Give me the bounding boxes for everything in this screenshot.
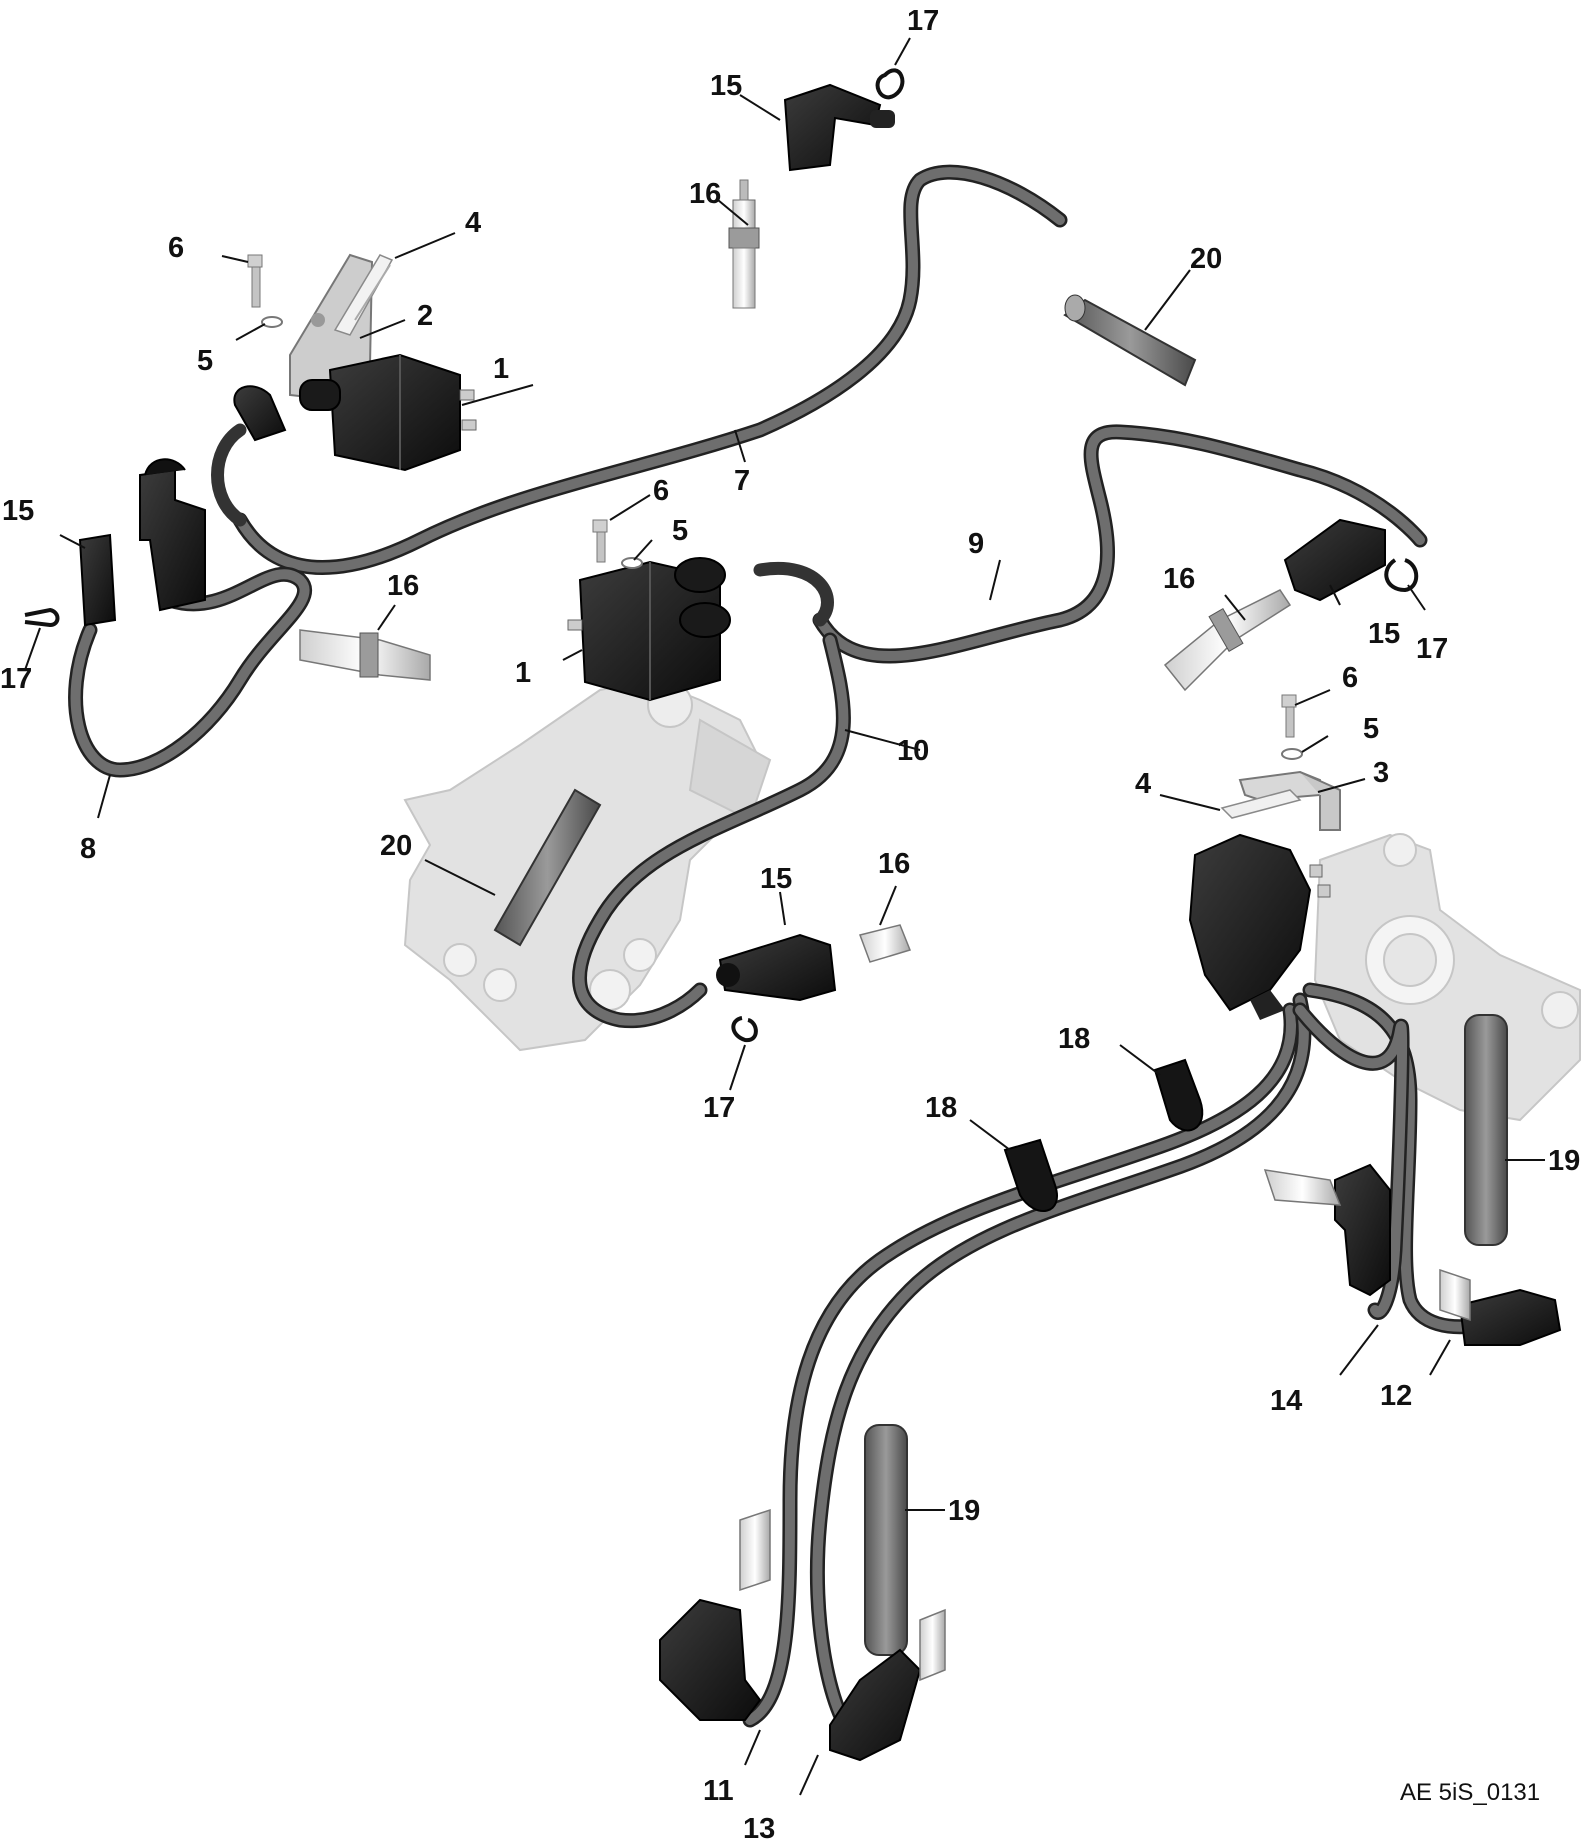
- spark-plug-lower-right-b: [1439, 1268, 1471, 1322]
- washer-5-middle: [621, 557, 643, 569]
- callout-6-middle: 6: [653, 475, 669, 507]
- wire-12-14-bundle: [1292, 982, 1488, 1335]
- screw-6-middle: [592, 519, 608, 563]
- spark-plug-boot-lower-right-b: [1458, 1288, 1562, 1346]
- callout-15-right: 15: [1368, 618, 1400, 650]
- sleeve-19-right: [1464, 1014, 1508, 1246]
- callout-6-top: 6: [168, 232, 184, 264]
- callout-8: 8: [80, 833, 96, 865]
- callout-18-lower: 18: [925, 1092, 957, 1124]
- callout-5-middle: 5: [672, 515, 688, 547]
- callout-11: 11: [703, 1775, 734, 1807]
- callout-12: 12: [1380, 1380, 1412, 1412]
- callout-17-right: 17: [1416, 633, 1448, 665]
- callout-16-top: 16: [689, 178, 721, 210]
- spark-plug-right: [1163, 589, 1292, 692]
- throttle-body-right: [1313, 833, 1581, 1122]
- ignition-coil-top: [299, 353, 477, 472]
- callout-4-top: 4: [465, 207, 481, 239]
- callout-17-middle: 17: [703, 1092, 735, 1124]
- callout-6-right: 6: [1342, 662, 1358, 694]
- callout-1-top: 1: [493, 353, 509, 385]
- callout-5-right: 5: [1363, 713, 1379, 745]
- callout-19-right: 19: [1548, 1145, 1580, 1177]
- sleeve-19-bottom: [864, 1424, 908, 1656]
- screw-6-top: [247, 254, 263, 308]
- callout-2: 2: [417, 300, 433, 332]
- callout-9: 9: [968, 528, 984, 560]
- callout-18-upper: 18: [1058, 1023, 1090, 1055]
- callout-15-middle: 15: [760, 863, 792, 895]
- lead-top-coil: [211, 423, 247, 527]
- callout-19-bottom: 19: [948, 1495, 980, 1527]
- spring-clip-right: [1384, 558, 1419, 593]
- callout-4-right: 4: [1135, 768, 1151, 800]
- spark-plug-boot-bottom-right: [829, 1648, 922, 1762]
- washer-5-right: [1281, 748, 1303, 760]
- callout-1-middle: 1: [515, 657, 531, 689]
- spark-plug-boot-middle: [716, 933, 837, 1002]
- drawing-code: AE 5iS_0131: [1400, 1779, 1540, 1806]
- callout-10: 10: [897, 735, 929, 767]
- callout-13: 13: [743, 1813, 775, 1842]
- clip-4-right: [1220, 789, 1302, 819]
- callout-17-left: 17: [0, 663, 32, 695]
- spark-plug-bottom-left: [739, 1508, 771, 1592]
- spark-plug-left: [299, 629, 431, 681]
- spark-plug-boot-bottom-left: [659, 1598, 762, 1721]
- spring-clip-top: [875, 68, 905, 100]
- wire-11-13-bundle: [742, 992, 1312, 1753]
- cable-tie-upper: [1153, 1058, 1204, 1132]
- sleeve-20-top: [1063, 294, 1197, 387]
- ignition-coil-middle: [567, 557, 731, 702]
- wire-7: [232, 164, 1068, 575]
- callout-17-top: 17: [907, 5, 939, 37]
- callout-15-top: 15: [710, 70, 742, 102]
- callout-15-left: 15: [2, 495, 34, 527]
- coil-bracket-right: [1238, 770, 1341, 831]
- callout-14: 14: [1270, 1385, 1302, 1417]
- callout-20-top: 20: [1190, 243, 1222, 275]
- callout-3: 3: [1373, 757, 1389, 789]
- lead-mid-coil: [753, 562, 834, 627]
- wire-9: [812, 424, 1428, 664]
- leader-lines: [24, 37, 1545, 1796]
- callout-16-right: 16: [1163, 563, 1195, 595]
- spark-plug-middle: [859, 924, 912, 963]
- spark-plug-boot-left: [78, 458, 206, 627]
- spark-plug-boot-top-right: [783, 83, 895, 172]
- clip-4-top: [333, 254, 394, 336]
- spring-clip-left: [24, 607, 60, 628]
- intake-manifold-left: [403, 678, 772, 1052]
- spark-plug-boot-left-top: [233, 385, 287, 442]
- callout-20-left: 20: [380, 830, 412, 862]
- spark-plug-boot-right: [1283, 518, 1386, 602]
- wire-10: [572, 632, 851, 1029]
- washer-5-top: [261, 316, 283, 328]
- callout-16-middle: 16: [878, 848, 910, 880]
- spark-plug-bottom-right: [919, 1608, 946, 1682]
- screw-6-right: [1281, 694, 1297, 738]
- callout-7: 7: [734, 465, 750, 497]
- callout-labels: 1 1 2 3 4 4 5 5 5 6 6 6 7 8 9 10 11 12 1…: [0, 5, 1580, 1845]
- callout-5-top: 5: [197, 345, 213, 377]
- sleeve-20-left: [493, 788, 602, 947]
- wire-8: [68, 566, 313, 778]
- spring-clip-middle: [731, 1016, 758, 1043]
- ignition-coil-right: [1188, 833, 1331, 1020]
- cable-tie-lower: [1003, 1138, 1058, 1212]
- spark-plug-boot-lower-right-a: [1334, 1163, 1391, 1297]
- spark-plug-top: [728, 179, 760, 309]
- callout-16-left: 16: [387, 570, 419, 602]
- spark-plug-lower-right-a: [1263, 1169, 1342, 1206]
